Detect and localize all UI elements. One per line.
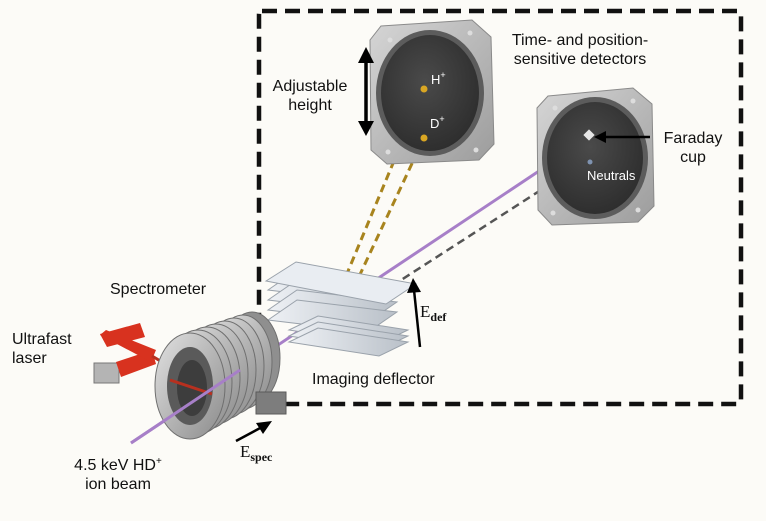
ion-beam-line1: 4.5 keV HD+ <box>58 456 178 475</box>
ion-beam-energy: 4.5 keV HD <box>74 457 156 474</box>
adjustable-height-label: Adjustable height <box>262 77 358 115</box>
spectrometer-label: Spectrometer <box>110 281 207 298</box>
imaging-deflector-label: Imaging deflector <box>312 371 435 388</box>
ultrafast-laser-line1: Ultrafast <box>12 331 72 348</box>
neutrals-label: Neutrals <box>587 168 636 183</box>
detectors-label-line1: Time- and position- <box>511 32 649 49</box>
e-spec-symbol: E <box>240 442 251 461</box>
e-spec-label: Espec <box>240 442 272 467</box>
d-impact-point <box>420 134 428 142</box>
detectors-label-line2: sensitive detectors <box>513 51 647 68</box>
laser-beam <box>93 323 213 394</box>
ion-beam-entry <box>130 368 241 445</box>
interaction-region-frame <box>256 8 744 407</box>
adjustable-height-line1: Adjustable <box>272 78 348 95</box>
ion-beam-line2: ion beam <box>85 476 151 493</box>
faraday-cup <box>583 129 595 141</box>
h-ion-label: H+ <box>431 70 446 89</box>
faraday-cup-line1: Faraday <box>663 130 723 147</box>
d-ion-label: D+ <box>430 114 445 133</box>
neutral-impact-point <box>587 159 593 165</box>
faraday-cup-line2: cup <box>680 149 706 166</box>
detector-right <box>536 87 655 226</box>
d-fragment-trajectory <box>346 137 426 301</box>
spectrometer <box>154 311 287 440</box>
e-def-symbol: E <box>420 302 431 321</box>
h-ion-charge: + <box>440 70 446 80</box>
h-impact-point <box>420 85 428 93</box>
d-ion-charge: + <box>439 114 445 124</box>
double-arrow-vertical-icon <box>358 47 374 136</box>
ion-beam-charge: + <box>155 456 162 467</box>
e-def-subscript: def <box>430 310 447 324</box>
e-spec-arrow-icon <box>235 421 272 443</box>
d-ion-symbol: D <box>430 116 440 131</box>
detector-upper <box>369 19 495 165</box>
imaging-deflector <box>264 261 418 357</box>
faraday-cup-label: Faraday cup <box>657 129 729 167</box>
ultrafast-laser-label: Ultrafast laser <box>12 330 72 368</box>
adjustable-height-line2: height <box>288 97 332 114</box>
h-ion-symbol: H <box>431 72 441 87</box>
detectors-label: Time- and position- sensitive detectors <box>494 31 666 69</box>
e-spec-subscript: spec <box>250 450 273 464</box>
e-def-label: Edef <box>420 302 446 327</box>
e-def-arrow-icon <box>407 278 422 348</box>
faraday-cup-arrow-icon <box>594 131 650 143</box>
ultrafast-laser-line2: laser <box>12 350 47 367</box>
ion-beam-label: 4.5 keV HD+ ion beam <box>58 456 178 494</box>
